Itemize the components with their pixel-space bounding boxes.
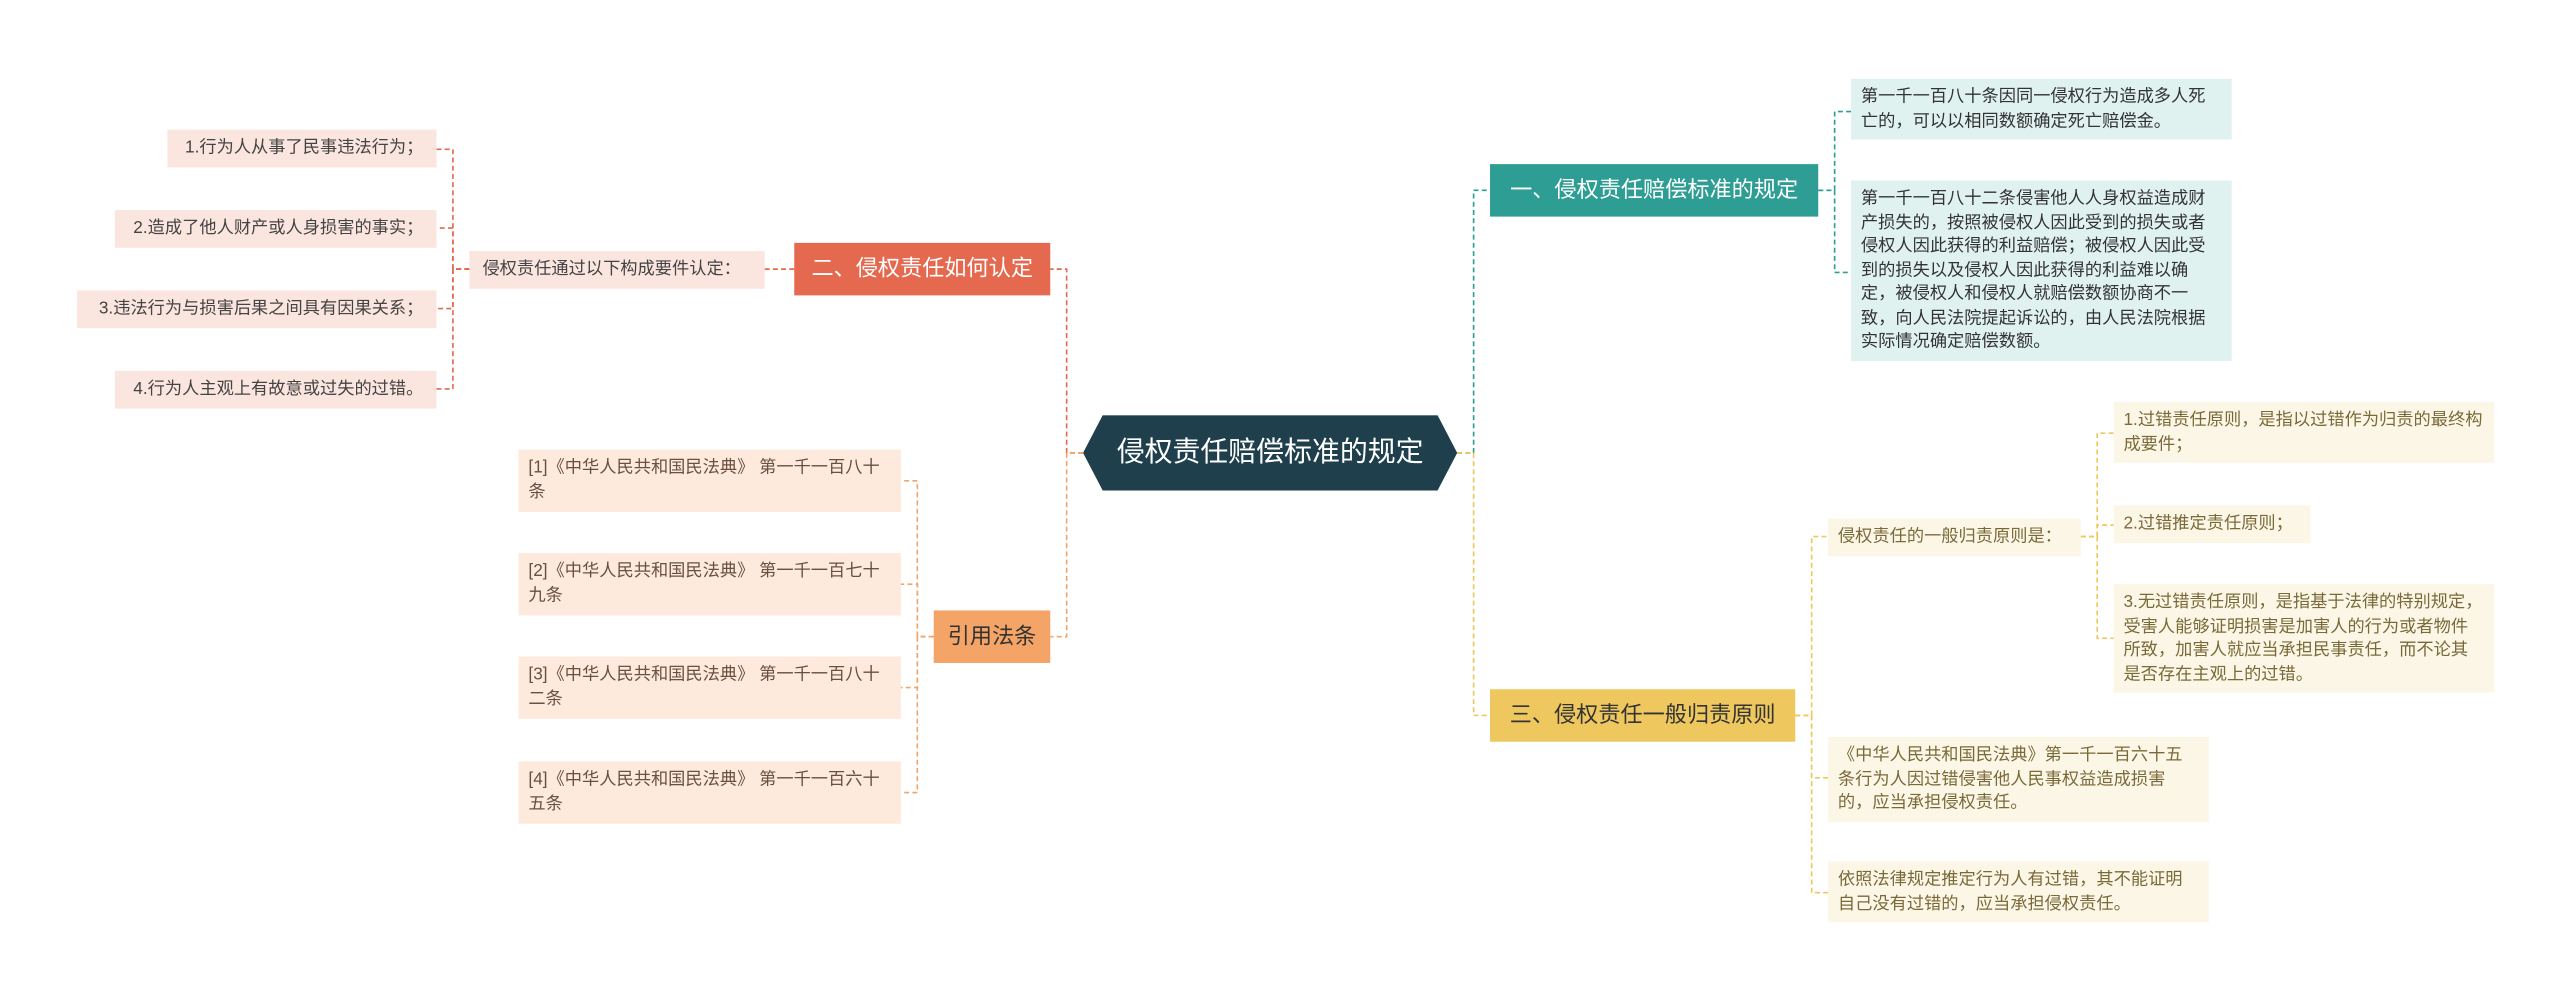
- link-identify-2: [436, 227, 470, 270]
- link-root-refs: [1050, 452, 1084, 638]
- link-identify-4: [436, 268, 470, 390]
- link-principle-extra-2: [1795, 714, 1829, 894]
- root-topic[interactable]: 侵权责任赔偿标准的规定: [1083, 415, 1458, 491]
- ref-item-1[interactable]: [1]《中华人民共和国民法典》 第一千一百八十条: [518, 449, 901, 512]
- branch-principle[interactable]: 三、侵权责任一般归责原则: [1490, 689, 1796, 742]
- standard-item-1[interactable]: 第一千一百八十条因同一侵权行为造成多人死亡的，可以以相同数额确定死亡赔偿金。: [1851, 78, 2232, 140]
- identify-middle[interactable]: 侵权责任通过以下构成要件认定：: [469, 251, 765, 289]
- branch-refs[interactable]: 引用法条: [933, 610, 1051, 663]
- link-root-standard: [1457, 189, 1491, 454]
- principle-middle[interactable]: 侵权责任的一般归责原则是：: [1828, 518, 2081, 557]
- ref-item-4[interactable]: [4]《中华人民共和国民法典》 第一千一百六十五条: [518, 761, 901, 824]
- link-standard-1: [1818, 110, 1852, 192]
- identify-item-1[interactable]: 1.行为人从事了民事违法行为；: [167, 129, 437, 168]
- principle-item-3[interactable]: 3.无过错责任原则，是指基于法律的特别规定，受害人能够证明损害是加害人的行为或者…: [2113, 584, 2495, 693]
- principle-extra-2[interactable]: 依照法律规定推定行为人有过错，其不能证明自己没有过错的，应当承担侵权责任。: [1828, 861, 2209, 923]
- link-principle-2: [2080, 524, 2114, 538]
- link-root-principle: [1457, 452, 1491, 717]
- principle-extra-1[interactable]: 《中华人民共和国民法典》第一千一百六十五条行为人因过错侵害他人民事权益造成损害的…: [1828, 736, 2209, 822]
- ref-item-3[interactable]: [3]《中华人民共和国民法典》 第一千一百八十二条: [518, 656, 901, 719]
- identify-item-3[interactable]: 3.违法行为与损害后果之间具有因果关系；: [77, 290, 437, 329]
- branch-identify[interactable]: 二、侵权责任如何认定: [794, 242, 1051, 296]
- standard-item-2[interactable]: 第一千一百八十二条侵害他人人身权益造成财产损失的，按照被侵权人因此受到的损失或者…: [1851, 180, 2232, 361]
- link-refs-2: [900, 583, 934, 638]
- link-refs-4: [900, 635, 934, 794]
- link-principle-3: [2080, 535, 2114, 640]
- identify-item-2[interactable]: 2.造成了他人财产或人身损害的事实；: [114, 210, 437, 248]
- link-refs-1: [900, 479, 934, 638]
- link-principle-1: [2080, 432, 2114, 538]
- link-root-identify: [1050, 268, 1084, 454]
- principle-item-1[interactable]: 1.过错责任原则，是指以过错作为归责的最终构成要件；: [2113, 402, 2495, 463]
- principle-item-2[interactable]: 2.过错推定责任原则；: [2113, 505, 2311, 544]
- link-standard-2: [1818, 189, 1852, 274]
- link-principle-middle: [1795, 535, 1829, 717]
- identify-item-4[interactable]: 4.行为人主观上有故意或过失的过错。: [114, 370, 437, 409]
- branch-standard[interactable]: 一、侵权责任赔偿标准的规定: [1490, 164, 1819, 217]
- ref-item-2[interactable]: [2]《中华人民共和国民法典》 第一千一百七十九条: [518, 553, 901, 616]
